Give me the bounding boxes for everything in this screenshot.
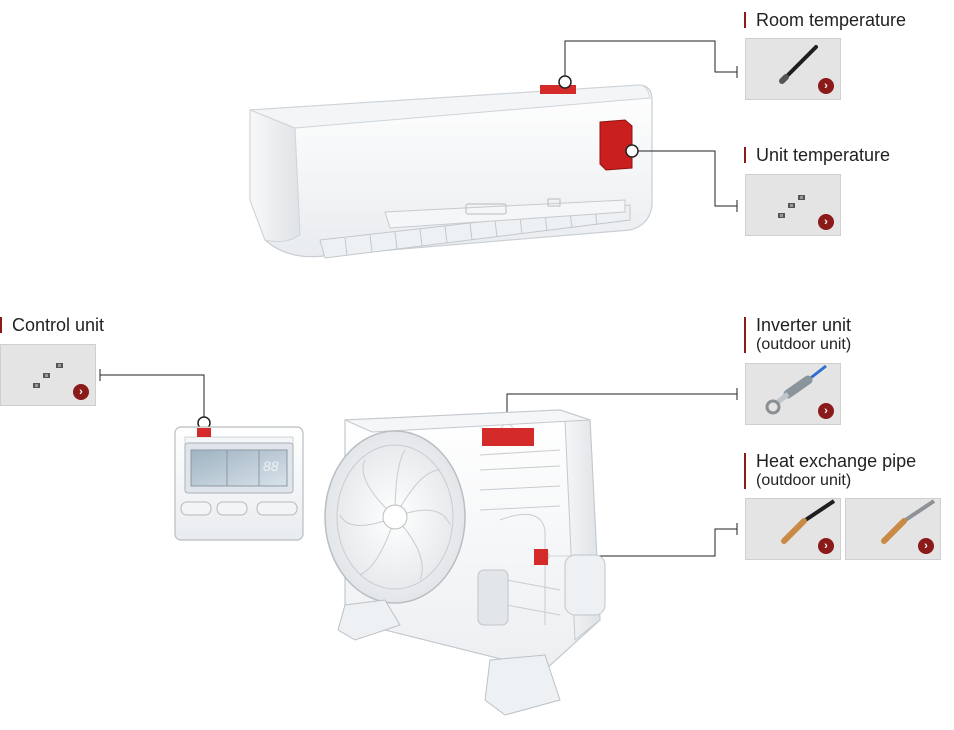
chevron-right-icon[interactable]: ›: [818, 538, 834, 554]
thumb-control-unit-chip[interactable]: ›: [0, 344, 96, 406]
control-panel: 88: [174, 426, 304, 541]
label-bar: [744, 317, 746, 353]
room-sensor: [540, 85, 576, 94]
chip-sensor-icon: [778, 195, 805, 218]
chevron-right-icon[interactable]: ›: [818, 403, 834, 419]
outdoor-unit: [324, 409, 606, 716]
connector-dot: [625, 144, 639, 158]
label-subtext: (outdoor unit): [756, 336, 852, 353]
probe-icon: [779, 45, 818, 84]
indoor-unit: [249, 84, 653, 259]
chevron-right-icon[interactable]: ›: [818, 78, 834, 94]
ring-terminal-sensor-icon: [765, 364, 827, 415]
label-text: Inverter unit: [756, 315, 852, 335]
label-inverter-unit: Inverter unit (outdoor unit): [744, 314, 851, 354]
unit-sensor: [599, 119, 633, 171]
label-subtext: (outdoor unit): [756, 472, 852, 489]
label-text: Control unit: [12, 315, 105, 335]
chip-sensor-icon: [33, 363, 63, 388]
chevron-right-icon[interactable]: ›: [818, 214, 834, 230]
label-control-unit: Control unit: [0, 314, 104, 336]
pipe-sensor: [534, 549, 548, 565]
thumb-room-temperature-probe[interactable]: ›: [745, 38, 841, 100]
label-heat-exchange-pipe: Heat exchange pipe (outdoor unit): [744, 450, 916, 490]
thumb-pipe-probe-gray[interactable]: ›: [845, 498, 941, 560]
label-room-temperature: Room temperature: [744, 9, 906, 31]
display-digits: 88: [263, 458, 279, 474]
chevron-right-icon[interactable]: ›: [73, 384, 89, 400]
label-bar: [744, 12, 746, 28]
thumb-inverter-ring-sensor[interactable]: ›: [745, 363, 841, 425]
label-text: Room temperature: [756, 10, 907, 30]
thumb-unit-temperature-chip[interactable]: ›: [745, 174, 841, 236]
label-bar: [0, 317, 2, 333]
label-bar: [744, 453, 746, 489]
copper-probe-icon: [881, 499, 936, 544]
label-text: Heat exchange pipe: [756, 451, 917, 471]
copper-probe-icon: [781, 499, 836, 544]
thumb-pipe-probe-black[interactable]: ›: [745, 498, 841, 560]
label-text: Unit temperature: [756, 145, 891, 165]
label-unit-temperature: Unit temperature: [744, 144, 890, 166]
label-bar: [744, 147, 746, 163]
connector-dot: [558, 75, 572, 89]
inverter-sensor: [482, 428, 534, 446]
chevron-right-icon[interactable]: ›: [918, 538, 934, 554]
